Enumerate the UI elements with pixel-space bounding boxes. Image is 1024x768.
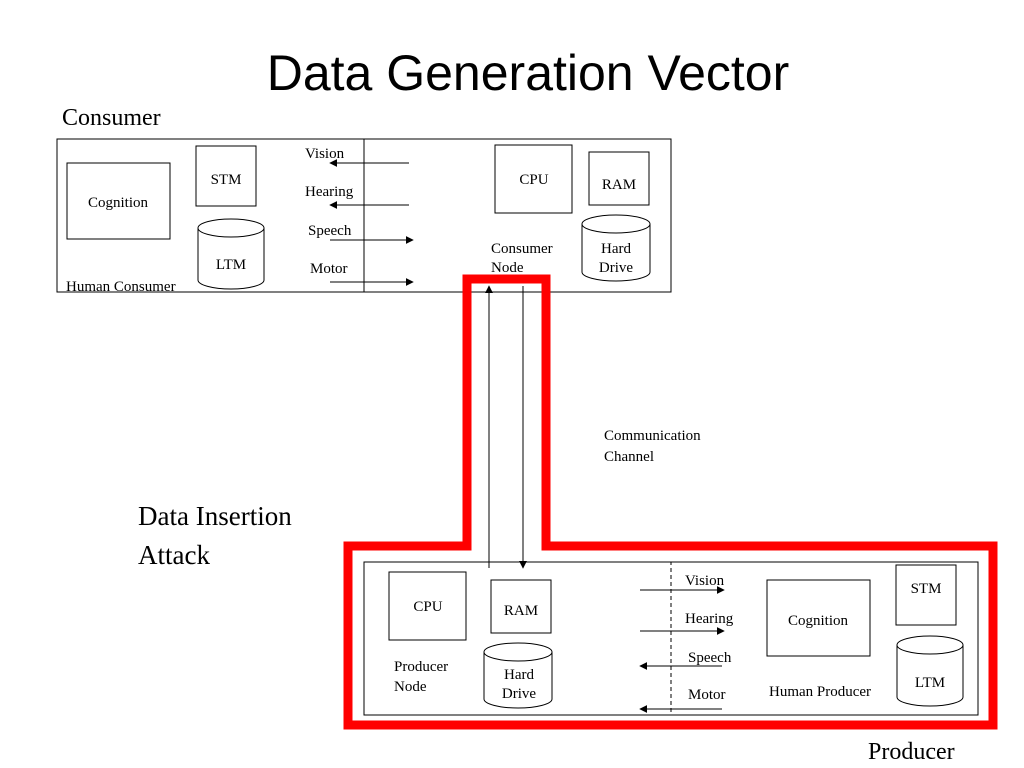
producer-hard-drive-cylinder: [483, 642, 553, 709]
page-title: Data Generation Vector: [267, 45, 790, 101]
consumer-speech-label: Speech: [308, 223, 352, 239]
producer-motor-label: Motor: [688, 687, 726, 703]
consumer-vision-label: Vision: [305, 146, 345, 162]
human-producer-label: Human Producer: [769, 684, 871, 700]
consumer-ltm-label: LTM: [216, 257, 246, 273]
producer-stm-label: STM: [911, 581, 942, 597]
producer-hard-label: Hard: [504, 667, 534, 683]
producer-ram-label: RAM: [504, 603, 538, 619]
consumer-ram-box: [588, 151, 650, 206]
producer-human-box: [670, 561, 979, 716]
producer-cognition-label: Cognition: [788, 613, 849, 629]
consumer-hard-label: Hard: [601, 241, 631, 257]
consumer-stm-label: STM: [211, 172, 242, 188]
producer-node-label-line1: Producer: [394, 659, 448, 675]
consumer-cognition-label: Cognition: [88, 195, 149, 211]
channel-label-line1: Communication: [604, 428, 701, 444]
producer-node-label-line2: Node: [394, 679, 427, 695]
consumer-cognition-box: [66, 162, 171, 240]
consumer-hard-drive-cylinder: [581, 214, 651, 282]
consumer-drive-label: Drive: [599, 260, 633, 276]
producer-cognition-box: [766, 579, 871, 657]
producer-drive-label: Drive: [502, 686, 536, 702]
producer-vision-label: Vision: [685, 573, 725, 589]
producer-cpu-label: CPU: [413, 599, 442, 615]
producer-cpu-box: [388, 571, 467, 641]
attack-highlight-outline: [343, 274, 998, 730]
consumer-ltm-cylinder: [197, 218, 265, 290]
consumer-cpu-box: [494, 144, 573, 214]
channel-label-line2: Channel: [604, 449, 654, 465]
producer-ltm-label: LTM: [915, 675, 945, 691]
consumer-motor-label: Motor: [310, 261, 348, 277]
consumer-cpu-label: CPU: [519, 172, 548, 188]
human-consumer-label: Human Consumer: [66, 279, 176, 295]
producer-ram-box: [490, 579, 552, 634]
attack-label-line2: Attack: [138, 540, 210, 570]
producer-heading: Producer: [868, 739, 955, 765]
consumer-node-label-line1: Consumer: [491, 241, 553, 257]
consumer-ram-label: RAM: [602, 177, 636, 193]
consumer-heading: Consumer: [62, 105, 161, 131]
producer-hearing-label: Hearing: [685, 611, 734, 627]
consumer-node-label-line2: Node: [491, 260, 524, 276]
attack-label-line1: Data Insertion: [138, 501, 292, 531]
consumer-stm-box: [195, 145, 257, 207]
producer-ltm-cylinder: [896, 635, 964, 707]
producer-stm-box: [895, 564, 957, 626]
consumer-hearing-label: Hearing: [305, 184, 354, 200]
producer-speech-label: Speech: [688, 650, 732, 666]
